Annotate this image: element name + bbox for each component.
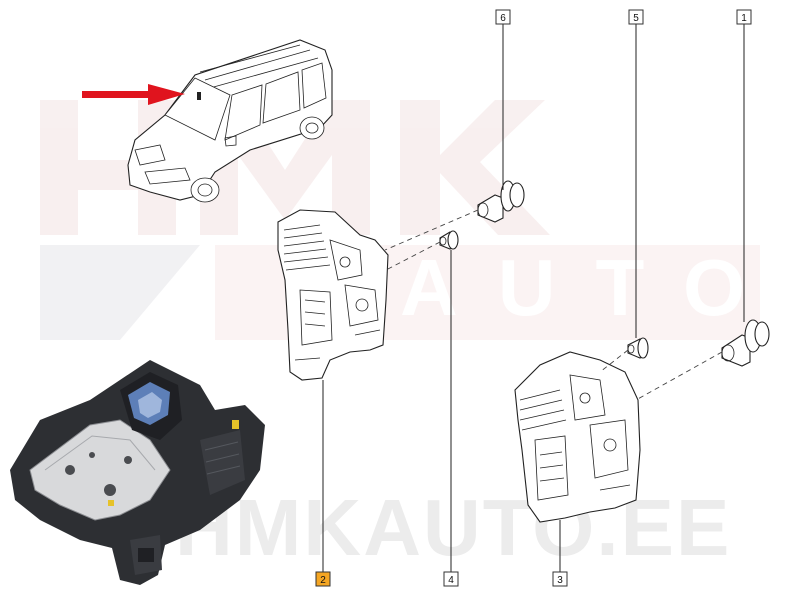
callout-2[interactable]: 2 <box>315 571 331 587</box>
watermark-site-text: HMKAUTO.EE <box>175 483 731 572</box>
callout-4[interactable]: 4 <box>443 571 459 587</box>
callout-3[interactable]: 3 <box>552 571 568 587</box>
callout-5[interactable]: 5 <box>628 9 644 25</box>
lock-unit-part-2 <box>277 209 389 381</box>
callout-2-label: 2 <box>320 575 326 586</box>
callout-5-label: 5 <box>633 13 639 24</box>
screw-part-4 <box>439 230 459 250</box>
assembly-lines <box>384 209 723 401</box>
stud-part-1 <box>721 319 770 367</box>
callout-1[interactable]: 1 <box>736 9 752 25</box>
lock-unit-part-3 <box>514 351 641 523</box>
callout-6-label: 6 <box>500 13 506 24</box>
callout-6[interactable]: 6 <box>495 9 511 25</box>
van-outline-icon <box>127 39 333 203</box>
watermark-sub-text: AUTO <box>400 243 785 332</box>
door-lock-actuator-photo <box>10 360 265 585</box>
callout-1-label: 1 <box>741 13 747 24</box>
stud-part-6 <box>477 180 525 223</box>
leader-lines <box>322 24 745 572</box>
callout-4-label: 4 <box>448 575 454 586</box>
screw-part-5 <box>627 337 649 359</box>
red-arrow-icon <box>82 84 185 105</box>
callout-3-label: 3 <box>557 575 563 586</box>
